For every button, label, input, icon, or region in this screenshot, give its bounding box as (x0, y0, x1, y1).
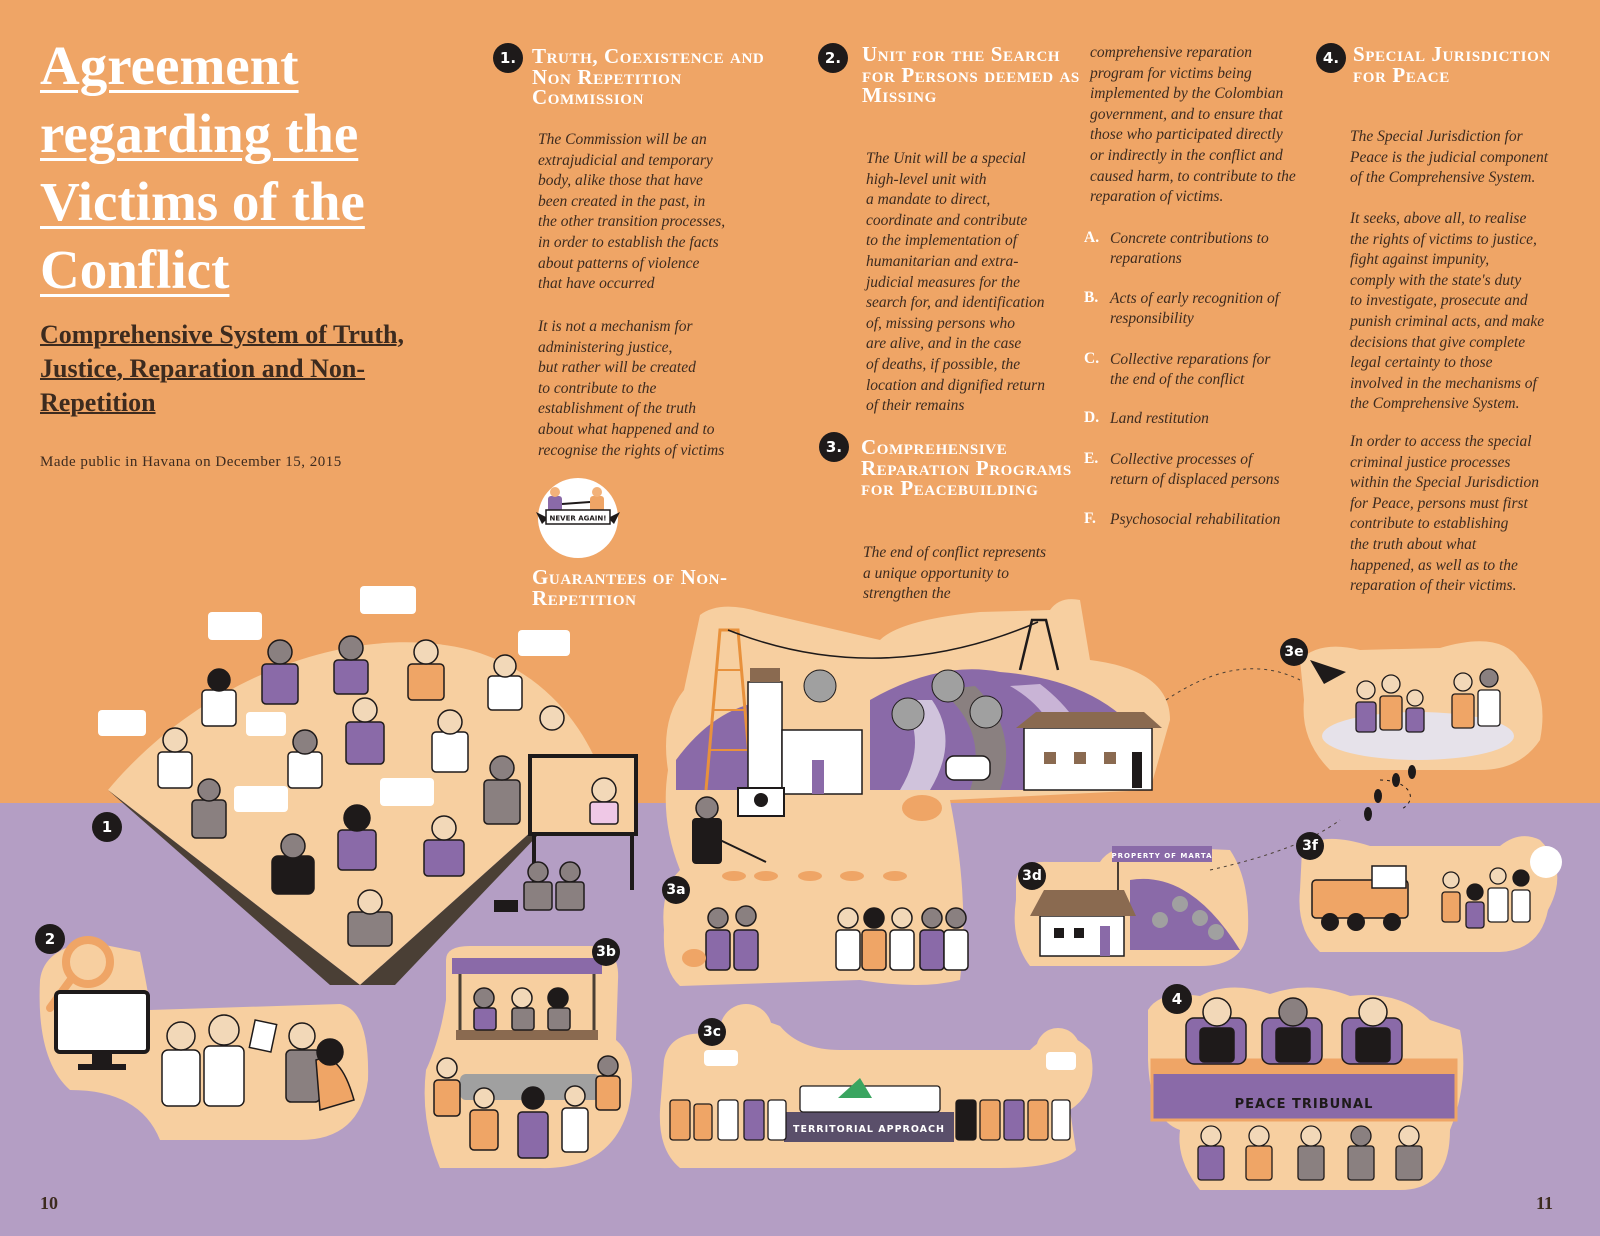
page-number-left: 10 (40, 1193, 58, 1213)
section-1-heading: Truth, Coexistence and Non Repetition Co… (532, 44, 765, 109)
section-1-paragraph-2: It is not a mechanism for administering … (538, 318, 725, 459)
section-4-paragraph-1: The Special Jurisdiction for Peace is th… (1350, 128, 1548, 187)
section-3-number: 3. (819, 432, 849, 462)
section-3-paragraph-2: comprehensive reparation program for vic… (1090, 44, 1296, 206)
list-item-f: Psychosocial rehabilitation (1110, 511, 1281, 528)
section-4-paragraph-2: It seeks, above all, to realise the righ… (1350, 210, 1545, 413)
marker-3c: 3c (698, 1018, 726, 1046)
marker-3e: 3e (1280, 638, 1308, 666)
list-letter-a: A. (1084, 229, 1100, 246)
section-2-heading: Unit for the Search for Persons deemed a… (862, 42, 1080, 107)
list-letter-b: B. (1084, 289, 1099, 306)
badge-text: NEVER AGAIN! (550, 515, 607, 523)
section-4-number: 4. (1316, 43, 1346, 73)
lower-purple-band (0, 803, 1600, 1236)
guarantees-heading: Guarantees of Non-Repetition (532, 565, 728, 610)
marker-2: 2 (35, 924, 65, 954)
list-letter-f: F. (1084, 510, 1096, 527)
list-letter-d: D. (1084, 409, 1100, 426)
marker-1: 1 (92, 812, 122, 842)
publication-date: Made public in Havana on December 15, 20… (40, 454, 342, 470)
list-item-b: Acts of early recognition of responsibil… (1110, 290, 1280, 327)
page-number-right: 11 (1536, 1193, 1554, 1213)
section-1-number: 1. (493, 43, 523, 73)
list-item-a: Concrete contributions to reparations (1110, 230, 1269, 267)
never-again-badge-icon: NEVER AGAIN! (536, 478, 620, 558)
list-letter-c: C. (1084, 350, 1100, 367)
section-2-number: 2. (818, 43, 848, 73)
page-title: Agreement regarding the Victims of the C… (40, 35, 365, 300)
marker-4: 4 (1162, 984, 1192, 1014)
list-item-d: Land restitution (1110, 410, 1209, 427)
marker-3f: 3f (1296, 832, 1324, 860)
section-3-paragraph-1: The end of conflict represents a unique … (863, 544, 1047, 603)
list-item-e: Collective processes of return of displa… (1110, 451, 1280, 488)
section-2-paragraph: The Unit will be a special high-level un… (866, 150, 1045, 415)
section-1-paragraph-1: The Commission will be an extrajudicial … (538, 131, 726, 293)
list-item-c: Collective reparations for the end of th… (1110, 351, 1271, 388)
marker-3a: 3a (662, 876, 690, 904)
list-letter-e: E. (1084, 450, 1099, 467)
page-subtitle: Comprehensive System of Truth, Justice, … (40, 320, 404, 417)
section-4-paragraph-3: In order to access the special criminal … (1350, 433, 1539, 595)
section-4-heading: Special Jurisdiction for Peace (1353, 42, 1551, 87)
marker-3d: 3d (1018, 862, 1046, 890)
marker-3b: 3b (592, 938, 620, 966)
section-3-heading: Comprehensive Reparation Programs for Pe… (861, 435, 1072, 500)
